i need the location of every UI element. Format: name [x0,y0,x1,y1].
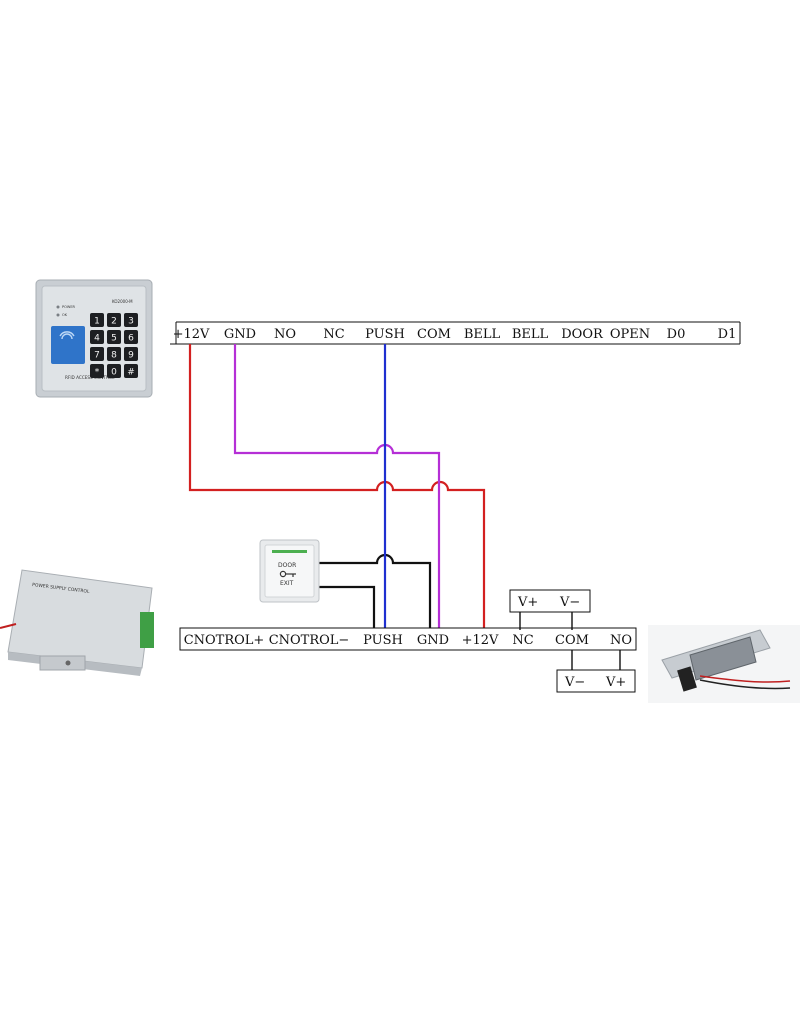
lock-lower-vminus: V− [564,675,585,690]
lock-lower-vplus: V+ [605,675,626,690]
top-terminal-label-0: +12V [173,327,210,342]
keypad-keys: 1 2 3 4 5 6 7 8 9 * 0 # [90,313,138,378]
keypad-key-label: 0 [111,368,117,378]
lock-upper-vminus: V− [559,595,580,610]
exit-button-line2: EXIT [280,580,294,587]
top-terminal-label-2: NO [274,327,296,342]
keypad-key-label: * [95,368,100,378]
wires [188,344,621,670]
keypad-status-power: POWER [62,305,76,309]
key-icon [279,570,296,578]
keypad-key-label: # [127,368,135,378]
psu-mount-plate [39,655,86,671]
electric-strike-lock-device [648,625,800,703]
lock-box-upper: V+ V− [509,589,591,613]
keypad-key-label: 2 [111,317,117,327]
keypad-key-label: 4 [94,334,100,344]
keypad-key [107,313,121,327]
bottom-terminal-label-4: +12V [462,633,499,648]
bottom-terminal-strip: CNOTROL+ CNOTROL− PUSH GND +12V NC COM NO [179,627,637,651]
ok-led [56,313,60,317]
bottom-terminal-label-6: COM [555,633,589,648]
power-led [56,305,60,309]
keypad-key-label: 8 [111,351,117,361]
keypad-model-label: KO2000-M [112,299,133,304]
keypad-key [124,330,138,344]
bottom-terminal-labels: CNOTROL+ CNOTROL− PUSH GND +12V NC COM NO [184,633,632,648]
bottom-terminal-label-7: NO [610,633,632,648]
bottom-terminal-label-5: NC [512,633,533,648]
keypad-key-label: 9 [128,351,134,361]
bottom-terminal-label-2: PUSH [363,633,403,648]
keypad-key [90,313,104,327]
black-exit-wire-2 [319,585,376,628]
keypad-key [107,364,121,378]
red-12v-wire [188,344,486,628]
rfid-keypad-device: KO2000-M POWER OK RFID ACCESS CONTROL 1 2… [35,279,153,398]
power-supply-device: POWER SUPPLY CONTROL [0,569,154,676]
keypad-key [90,347,104,361]
psu-green-terminal [140,612,154,648]
top-terminal-labels: +12V GND NO NC PUSH COM BELL BELL DOOR OPEN D0 D1 [173,327,737,342]
lock-upper-vplus: V+ [517,595,538,610]
keypad-key [107,330,121,344]
bottom-strip-box [179,627,637,651]
top-terminal-label-7: BELL [512,327,549,342]
lock-box-lower: V− V+ [556,669,636,693]
exit-button-green-strip [272,550,307,553]
lock-black-end [677,666,697,692]
exit-button-line1: DOOR [278,562,296,569]
rfid-wave-icon [59,331,75,340]
keypad-key [107,347,121,361]
bottom-terminal-label-1: CNOTROL− [269,633,350,648]
keypad-key-label: 7 [94,351,100,361]
top-terminal-label-6: BELL [464,327,501,342]
top-terminal-label-1: GND [224,327,256,342]
top-terminal-label-10: D0 [667,327,686,342]
top-terminal-label-4: PUSH [365,327,405,342]
bottom-terminal-label-0: CNOTROL+ [184,633,265,648]
top-terminal-label-9: OPEN [610,327,650,342]
keypad-key-label: 5 [111,334,117,344]
top-terminal-label-11: D1 [718,327,737,342]
lock-red-lead [699,675,791,683]
top-terminal-label-8: DOOR [561,327,604,342]
keypad-status-ok: OK [62,313,68,317]
keypad-key [90,330,104,344]
keypad-key [90,364,104,378]
top-terminal-label-3: NC [323,327,344,342]
black-exit-wire-1 [319,553,432,628]
keypad-brand-text: RFID ACCESS CONTROL [65,375,115,380]
keypad-key-label: 1 [94,317,100,327]
psu-red-lead [0,623,17,629]
top-terminal-strip: +12V GND NO NC PUSH COM BELL BELL DOOR OPEN D0 D1 [170,321,741,345]
keypad-key [124,364,138,378]
bottom-terminal-label-3: GND [417,633,449,648]
keypad-key [124,347,138,361]
door-exit-button-device: DOOR EXIT [259,539,320,603]
keypad-key-label: 3 [128,317,134,327]
top-terminal-label-5: COM [417,327,451,342]
keypad-key-label: 6 [128,334,134,344]
keypad-key [124,313,138,327]
lock-black-lead [699,679,791,690]
